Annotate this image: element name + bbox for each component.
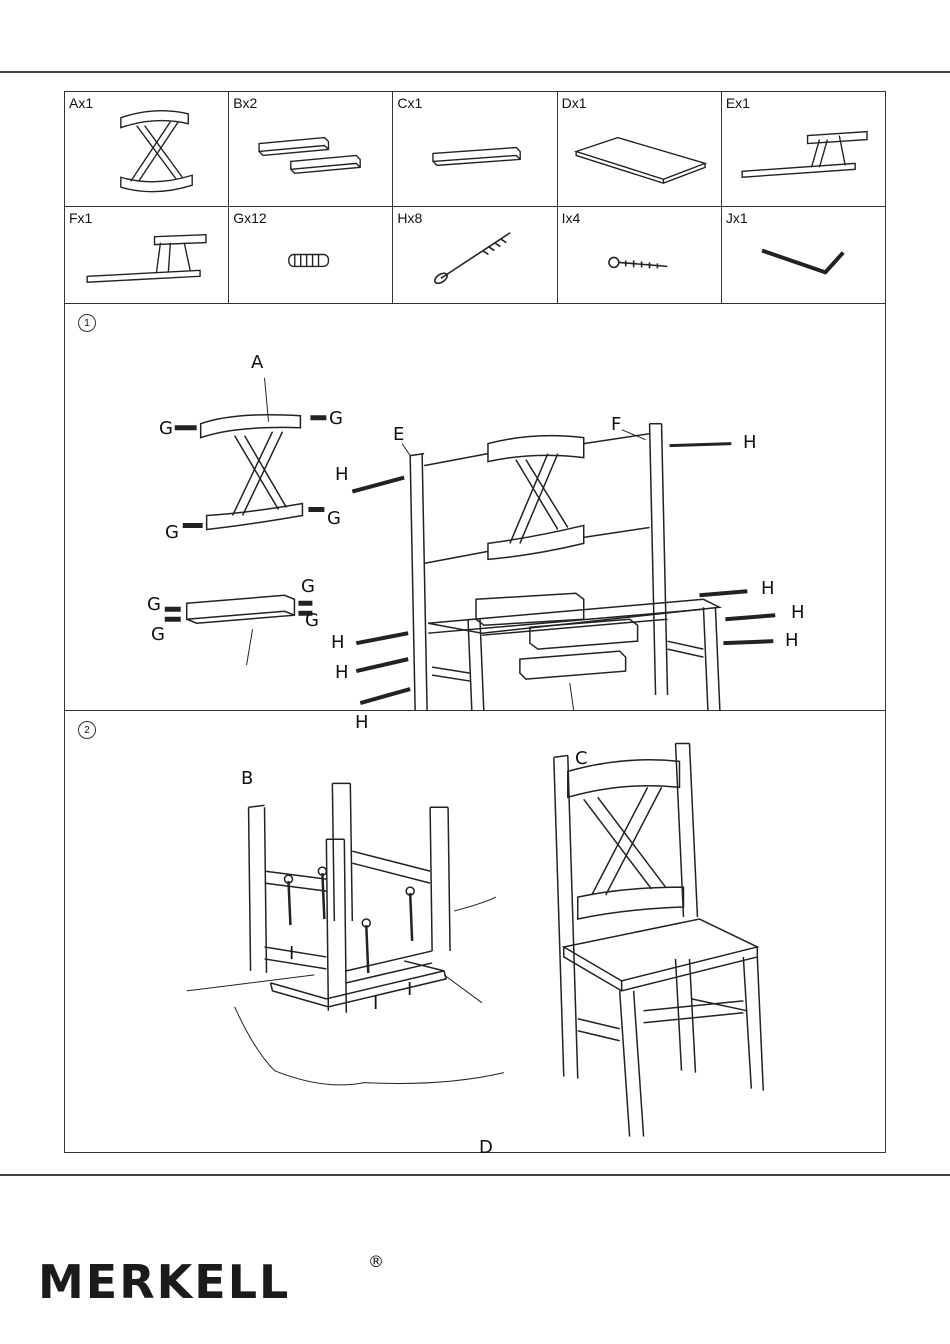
assembly-step-2: 2 bbox=[65, 711, 885, 1152]
callout-d: D bbox=[479, 1137, 493, 1158]
part-cell-j: Jx1 bbox=[722, 207, 885, 303]
callout-g: G bbox=[301, 576, 315, 597]
merkell-logo: MERKELL ® bbox=[38, 1252, 438, 1312]
callout-e: E bbox=[393, 424, 404, 445]
part-cell-e: Ex1 bbox=[722, 92, 885, 206]
brand-name: MERKELL bbox=[38, 1252, 290, 1312]
callout-h: H bbox=[785, 630, 799, 651]
part-cell-h: Hx8 bbox=[393, 207, 557, 303]
part-cell-g: Gx12 bbox=[229, 207, 393, 303]
assembly-step-1: 1 bbox=[65, 304, 885, 711]
callout-f: F bbox=[611, 414, 621, 435]
callout-g: G bbox=[147, 594, 161, 615]
front-rail-icon bbox=[393, 92, 556, 206]
backrest-x-frame-icon bbox=[65, 92, 228, 206]
callout-h: H bbox=[791, 602, 805, 623]
callout-h: H bbox=[335, 464, 349, 485]
callout-g: G bbox=[151, 624, 165, 645]
callout-i: I bbox=[407, 979, 412, 1000]
side-rail-pair-icon bbox=[229, 92, 392, 206]
callout-i: I bbox=[289, 943, 294, 964]
allen-key-icon bbox=[722, 207, 885, 303]
step-2-seat-attach-diagram bbox=[65, 711, 885, 1152]
backrest-a-drawing bbox=[201, 415, 303, 530]
part-cell-a: Ax1 bbox=[65, 92, 229, 206]
part-cell-i: Ix4 bbox=[558, 207, 722, 303]
dowel-icon bbox=[229, 207, 392, 303]
assembled-chair-drawing bbox=[554, 743, 763, 1136]
long-bolt-icon bbox=[393, 207, 556, 303]
callout-g: G bbox=[305, 610, 319, 631]
side-rail-b-drawing bbox=[187, 595, 295, 623]
callout-h: H bbox=[743, 432, 757, 453]
seat-board-icon bbox=[558, 92, 721, 206]
part-cell-d: Dx1 bbox=[558, 92, 722, 206]
callout-g: G bbox=[329, 408, 343, 429]
part-cell-c: Cx1 bbox=[393, 92, 557, 206]
callout-g: G bbox=[159, 418, 173, 439]
callout-h: H bbox=[331, 632, 345, 653]
callout-g: G bbox=[165, 522, 179, 543]
assembly-sheet: Ax1 Bx2 Cx1 bbox=[64, 91, 886, 1153]
callout-g: G bbox=[327, 508, 341, 529]
parts-row-1: Ax1 Bx2 Cx1 bbox=[65, 92, 885, 207]
chair-frame-drawing bbox=[410, 424, 721, 710]
right-leg-frame-icon bbox=[65, 207, 228, 303]
callout-i: I bbox=[373, 993, 378, 1014]
part-cell-f: Fx1 bbox=[65, 207, 229, 303]
callout-a: A bbox=[251, 352, 263, 373]
parts-row-2: Fx1 Gx12 Hx8 bbox=[65, 207, 885, 304]
registered-mark: ® bbox=[368, 1252, 384, 1271]
short-screw-icon bbox=[558, 207, 721, 303]
callout-h: H bbox=[335, 662, 349, 683]
left-leg-frame-icon bbox=[722, 92, 885, 206]
callout-h: H bbox=[761, 578, 775, 599]
step-1-exploded-diagram bbox=[65, 304, 885, 710]
bottom-rule bbox=[0, 1174, 950, 1176]
top-rule bbox=[0, 71, 950, 73]
part-cell-b: Bx2 bbox=[229, 92, 393, 206]
